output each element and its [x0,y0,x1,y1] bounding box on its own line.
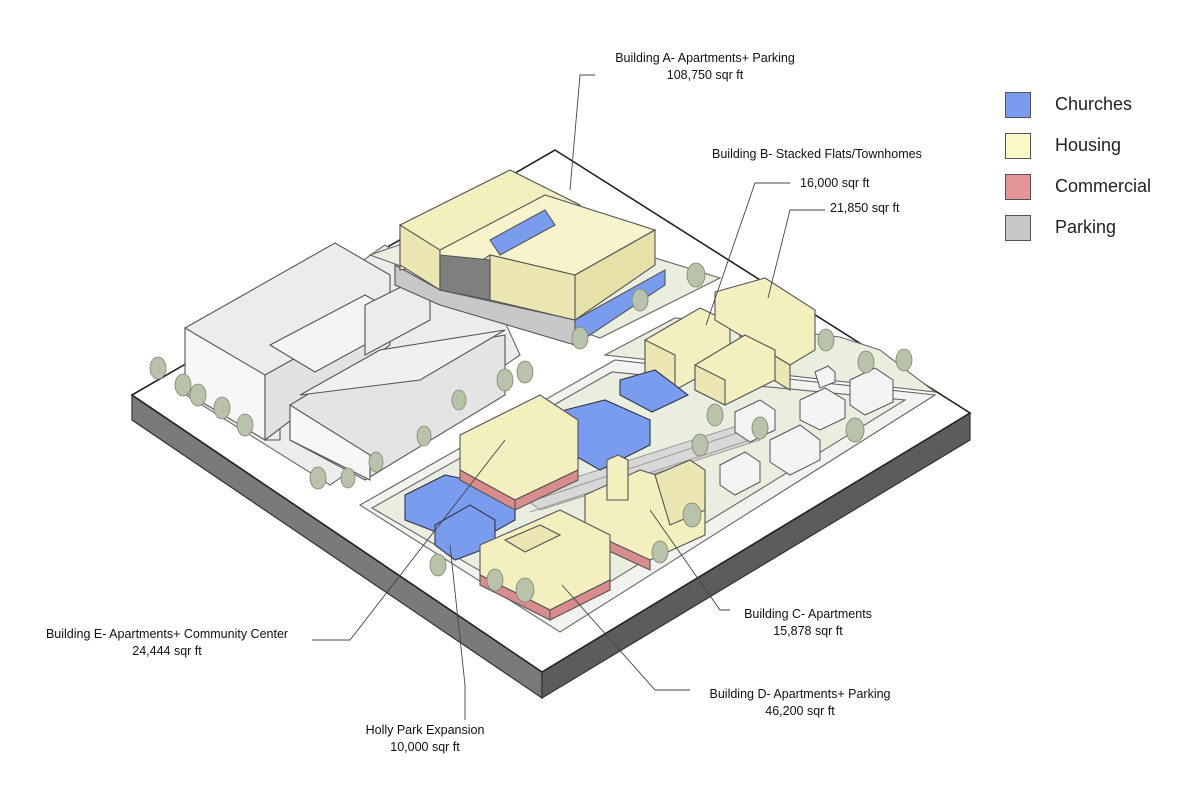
legend-swatch-churches [1005,91,1031,118]
building-a-name: Building A- Apartments+ Parking [615,51,795,65]
legend-label-churches: Churches [1055,94,1133,114]
holly-park-area: 10,000 sqr ft [390,740,460,754]
legend-label-parking: Parking [1055,217,1117,237]
building-a-label: Building A- Apartments+ Parking 108,750 … [585,50,825,84]
building-e-label: Building E- Apartments+ Community Center… [22,626,312,660]
legend-item-parking: Parking [1005,207,1151,248]
building-d-area: 46,200 sqr ft [765,704,835,718]
building-a-mass [394,169,666,347]
building-c-area: 15,878 sqr ft [773,624,843,638]
legend-label-housing: Housing [1055,135,1122,155]
building-e-name: Building E- Apartments+ Community Center [45,627,289,641]
building-d-mass [479,509,611,621]
churches [404,369,690,561]
legend: Churches Housing Commercial Parking [1005,84,1151,248]
legend-item-churches: Churches [1005,84,1151,125]
legend-item-housing: Housing [1005,125,1151,166]
building-c-label: Building C- Apartments 15,878 sqr ft [718,606,898,640]
building-e-area: 24,444 sqr ft [132,644,202,658]
leader-lines [312,74,825,720]
building-d-label: Building D- Apartments+ Parking 46,200 s… [685,686,915,720]
building-d-name: Building D- Apartments+ Parking [709,687,891,701]
legend-label-commercial: Commercial [1055,176,1152,196]
trees [149,262,913,603]
building-c-name: Building C- Apartments [744,607,872,621]
legend-swatch-commercial [1005,173,1031,200]
building-b-area-2: 21,850 sqr ft [830,201,900,215]
building-b-area-1: 16,000 sqr ft [800,176,870,190]
building-a-area: 108,750 sqr ft [666,68,744,82]
existing-building-west [184,242,506,481]
holly-park-label: Holly Park Expansion 10,000 sqr ft [350,722,500,756]
holly-park-name: Holly Park Expansion [365,723,485,737]
building-b-name: Building B- Stacked Flats/Townhomes [712,147,922,161]
legend-item-commercial: Commercial [1005,166,1151,207]
legend-swatch-parking [1005,214,1031,241]
legend-swatch-housing [1005,132,1031,159]
